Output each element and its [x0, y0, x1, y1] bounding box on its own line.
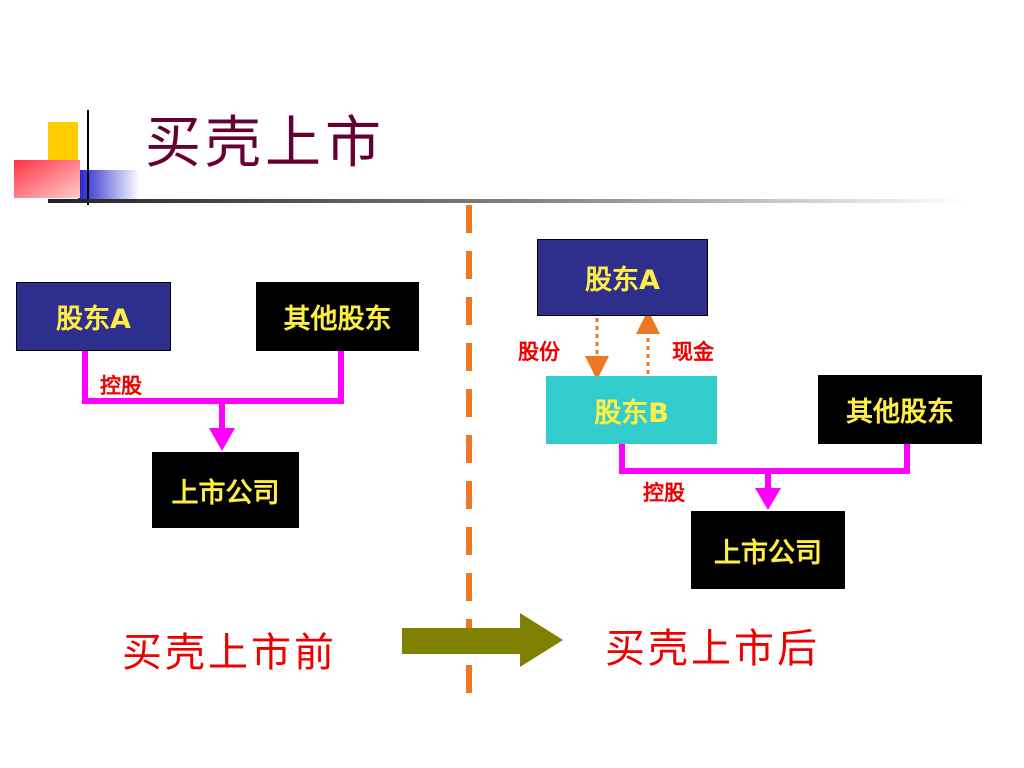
after-other-shareholders-label: 其他股东	[846, 397, 954, 428]
title-underline	[48, 199, 968, 203]
page-title: 买壳上市	[145, 111, 385, 176]
cash-label: 现金	[672, 340, 714, 364]
before-control-label: 控股	[100, 374, 142, 398]
before-listed-company-box: 上市公司	[152, 452, 299, 528]
before-other-shareholders-label: 其他股东	[283, 304, 392, 335]
after-connector-arrowhead	[755, 488, 781, 510]
after-shareholder-a-label: 股东A	[585, 265, 660, 296]
before-connector-line	[82, 350, 344, 404]
before-shareholder-a-label: 股东A	[56, 304, 131, 335]
after-shareholder-a-box: 股东A	[537, 239, 708, 316]
decor-yellow-square	[48, 122, 78, 162]
after-shareholder-b-box: 股东B	[546, 376, 717, 444]
before-connector-arrowhead	[209, 428, 235, 451]
after-control-label: 控股	[643, 481, 685, 505]
before-caption: 买壳上市前	[122, 630, 337, 676]
after-caption: 买壳上市后	[605, 626, 820, 672]
before-listed-company-label: 上市公司	[171, 477, 280, 509]
transition-arrow-head	[520, 613, 563, 667]
shares-label: 股份	[518, 340, 560, 364]
before-other-shareholders-box: 其他股东	[256, 282, 419, 351]
after-shareholder-b-label: 股东B	[594, 397, 669, 429]
decor-red-square	[14, 160, 80, 198]
before-shareholder-a-box: 股东A	[16, 282, 171, 351]
after-connector-line	[619, 444, 910, 474]
after-listed-company-label: 上市公司	[714, 537, 822, 569]
transition-arrow-body	[402, 628, 522, 654]
after-other-shareholders-box: 其他股东	[818, 375, 982, 444]
after-listed-company-box: 上市公司	[691, 511, 845, 589]
